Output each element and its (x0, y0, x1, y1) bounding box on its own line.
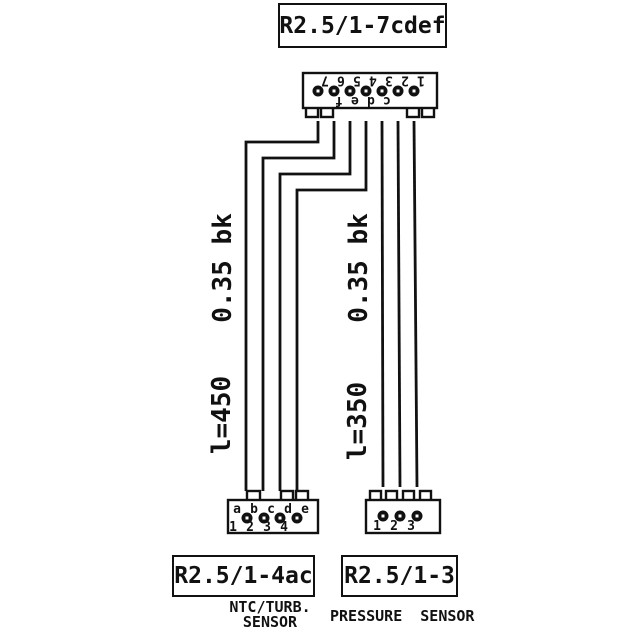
top-connector-label: R2.5/1-7cdef (279, 12, 446, 39)
pin-hole (380, 89, 384, 93)
connector-pin-numbers: 7 6 5 4 3 2 1 (321, 73, 425, 88)
pin-number: 3 (407, 519, 415, 534)
pin-letter: d (284, 502, 292, 517)
pin-hole (262, 516, 266, 520)
ntc-connector: a b c d e 1 2 3 4 (226, 489, 320, 535)
pin-letter: a (233, 502, 241, 517)
pin-number: 1 (229, 520, 237, 535)
pressure-connector: 1 2 3 (364, 489, 442, 535)
connector-pin-numbers: 1 2 3 (373, 519, 415, 534)
right-wire-length-label: l=350 (343, 381, 373, 461)
pin-letter: d (367, 93, 375, 108)
wire (278, 121, 352, 491)
pin-letter: f (335, 93, 343, 108)
pin-letter: e (351, 93, 359, 108)
connector-pins (312, 85, 420, 97)
wire (412, 120, 419, 488)
pressure-connector-label-box: R2.5/1-3 (341, 555, 458, 597)
connector-pins (377, 510, 423, 522)
pin-number: 1 (373, 519, 381, 534)
pin-hole (278, 516, 282, 520)
pin-number: 3 (263, 520, 271, 535)
top-connector: 7 6 5 4 3 2 1 f e d c (301, 71, 439, 119)
left-wire-bundle (244, 121, 368, 491)
top-connector-label-box: R2.5/1-7cdef (278, 3, 447, 48)
left-wire-length-label: l=450 (207, 375, 237, 455)
wire (244, 121, 320, 491)
ntc-sensor-caption-line1: NTC/TURB. (229, 598, 311, 616)
ntc-sensor-caption: NTC/TURB. SENSOR (190, 600, 350, 630)
pin-letter: b (250, 502, 258, 517)
left-wire-size-label: 0.35 bk (208, 213, 238, 323)
pin-number: 2 (401, 73, 409, 88)
pin-hole (245, 516, 249, 520)
connector-pin-numbers: 1 2 3 4 (229, 520, 288, 535)
pin-number: 7 (321, 73, 329, 88)
wire (261, 121, 336, 491)
pin-hole (398, 514, 402, 518)
pin-number: 3 (385, 73, 393, 88)
pin-hole (364, 89, 368, 93)
pin-hole (381, 514, 385, 518)
ntc-sensor-caption-line2: SENSOR (242, 613, 298, 631)
ntc-connector-label-box: R2.5/1-4ac (172, 555, 315, 597)
pressure-sensor-caption: PRESSURE SENSOR (330, 607, 475, 625)
pin-number: 4 (369, 73, 377, 88)
pin-letter: c (267, 502, 275, 517)
pressure-connector-label: R2.5/1-3 (344, 563, 455, 589)
pin-hole (415, 514, 419, 518)
wire (295, 121, 368, 491)
pin-number: 2 (390, 519, 398, 534)
right-wire-size-label: 0.35 bk (344, 213, 374, 323)
wire (380, 120, 385, 488)
connector-position-letters: a b c d e (233, 502, 309, 517)
connector-pin-letters: f e d c (335, 93, 391, 108)
pin-number: 4 (280, 520, 288, 535)
pin-number: 1 (417, 73, 425, 88)
pin-number: 6 (337, 73, 345, 88)
pin-hole (332, 89, 336, 93)
pin-letter: e (301, 502, 309, 517)
pin-hole (396, 89, 400, 93)
pin-hole (316, 89, 320, 93)
pin-letter: c (383, 93, 391, 108)
pin-hole (295, 516, 299, 520)
pin-number: 2 (246, 520, 254, 535)
right-wire-bundle (380, 120, 419, 488)
wire (396, 120, 402, 488)
ntc-connector-label: R2.5/1-4ac (174, 563, 313, 589)
pin-hole (412, 89, 416, 93)
pin-number: 5 (353, 73, 361, 88)
pin-hole (348, 89, 352, 93)
connector-pins (241, 512, 303, 524)
